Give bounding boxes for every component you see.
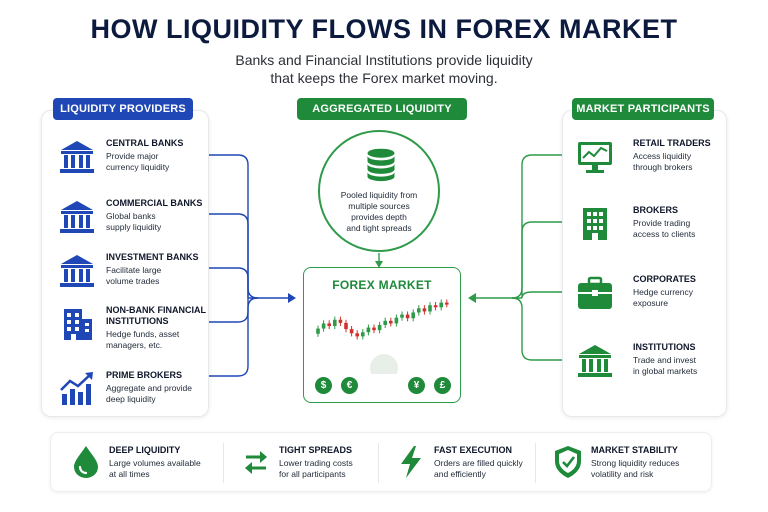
candlestick-chart-icon [316, 299, 449, 374]
candle-body [400, 314, 404, 318]
swap-arrows-icon [245, 451, 267, 474]
currency-coin-yen: ¥ [408, 377, 425, 394]
forex-title: FOREX MARKET [332, 278, 432, 292]
provider-desc: Global banks supply liquidity [106, 211, 162, 232]
arrow-head [468, 293, 476, 303]
currency-coin-euro: € [341, 377, 358, 394]
candle-body [327, 323, 331, 326]
lightning-icon [401, 446, 421, 478]
provider-line [208, 213, 249, 298]
divider [223, 443, 224, 483]
candle-body [428, 305, 432, 312]
pool-circle: Pooled liquidity from multiple sources p… [318, 130, 440, 252]
page-subtitle: Banks and Financial Institutions provide… [0, 51, 768, 87]
benefit-desc: Orders are filled quickly and efficientl… [434, 458, 523, 479]
candle-body [366, 327, 371, 333]
arrow-head [375, 261, 383, 268]
bank-icon [60, 141, 94, 173]
benefits-strip: DEEP LIQUIDITY Large volumes available a… [50, 432, 712, 492]
candle-body [445, 302, 449, 305]
provider-desc: Provide major currency liquidity [106, 151, 170, 172]
provider-line [208, 267, 249, 298]
benefit-desc: Lower trading costs for all participants [279, 458, 353, 479]
database-icon [367, 148, 395, 182]
forex-market-box: FOREX MARKET $ € ¥ £ [303, 267, 461, 403]
globe-icon [370, 354, 398, 374]
participant-line [511, 154, 562, 299]
page-title: HOW LIQUIDITY FLOWS IN FOREX MARKET [90, 14, 678, 44]
candle-body [333, 319, 337, 326]
participant-desc: Access liquidity through brokers [633, 151, 693, 172]
provider-name: COMMERCIAL BANKS [106, 198, 203, 208]
benefit-name: FAST EXECUTION [434, 445, 513, 455]
subtitle-line: Banks and Financial Institutions provide… [235, 52, 533, 68]
participant-desc: Hedge currency exposure [633, 287, 694, 308]
participant-name: INSTITUTIONS [633, 342, 696, 352]
benefit-name: TIGHT SPREADS [279, 445, 353, 455]
subtitle-line: that keeps the Forex market moving. [270, 70, 498, 86]
divider [378, 443, 379, 483]
candle-body [422, 308, 427, 312]
providers-label: LIQUIDITY PROVIDERS [53, 98, 193, 120]
bank-icon [60, 255, 94, 287]
droplet-icon [74, 446, 98, 478]
participant-desc: Trade and invest in global markets [633, 355, 698, 376]
provider-name: INVESTMENT BANKS [106, 252, 199, 262]
benefit-desc: Large volumes available at all times [109, 458, 201, 479]
candle-body [349, 329, 354, 334]
candle-body [383, 320, 387, 325]
provider-line [208, 297, 259, 377]
candle-body [411, 312, 415, 319]
shield-check-icon [555, 446, 581, 478]
candle-body [433, 305, 438, 308]
benefit-desc: Strong liquidity reduces volatility and … [591, 458, 680, 479]
provider-desc: Facilitate large volume trades [106, 265, 162, 286]
candle-body [338, 319, 343, 323]
provider-desc: Aggregate and provide deep liquidity [106, 383, 193, 404]
participant-line [521, 291, 562, 299]
candle-body [361, 332, 365, 337]
participant-line [521, 221, 562, 298]
candle-body [316, 328, 320, 334]
participants-label: MARKET PARTICIPANTS [572, 98, 714, 120]
provider-desc: Hedge funds, asset managers, etc. [106, 329, 180, 350]
provider-name: CENTRAL BANKS [106, 138, 184, 148]
benefit-name: DEEP LIQUIDITY [109, 445, 181, 455]
bank-icon [578, 345, 612, 377]
candle-body [321, 323, 326, 329]
candle-body [394, 317, 399, 324]
provider-name: PRIME BROKERS [106, 370, 183, 380]
currency-coin-dollar: $ [315, 377, 332, 394]
candle-body [377, 324, 382, 331]
provider-name: NON-BANK FINANCIAL INSTITUTIONS [106, 305, 206, 326]
currency-coin-pound: £ [434, 377, 451, 394]
candle-body [439, 302, 443, 308]
pool-desc: Pooled liquidity from multiple sources p… [340, 190, 418, 233]
building-icon [64, 309, 92, 340]
participant-name: CORPORATES [633, 274, 696, 284]
growth-chart-icon [60, 372, 93, 405]
participant-name: BROKERS [633, 205, 679, 215]
candle-body [355, 333, 359, 337]
candle-body [344, 322, 348, 330]
provider-line [208, 154, 259, 299]
office-building-icon [583, 208, 607, 240]
candle-body [372, 327, 376, 331]
candle-body [417, 308, 421, 313]
monitor-chart-icon [578, 142, 612, 173]
arrow-head [288, 293, 296, 303]
participant-desc: Provide trading access to clients [633, 218, 696, 239]
candle-body [389, 320, 393, 324]
benefit-name: MARKET STABILITY [591, 445, 678, 455]
participant-name: RETAIL TRADERS [633, 138, 711, 148]
candle-body [405, 314, 410, 319]
participant-line [511, 297, 562, 361]
pool-label: AGGREGATED LIQUIDITY POOL [297, 98, 467, 137]
briefcase-icon [578, 276, 612, 309]
bank-icon [60, 201, 94, 233]
divider [535, 443, 536, 483]
